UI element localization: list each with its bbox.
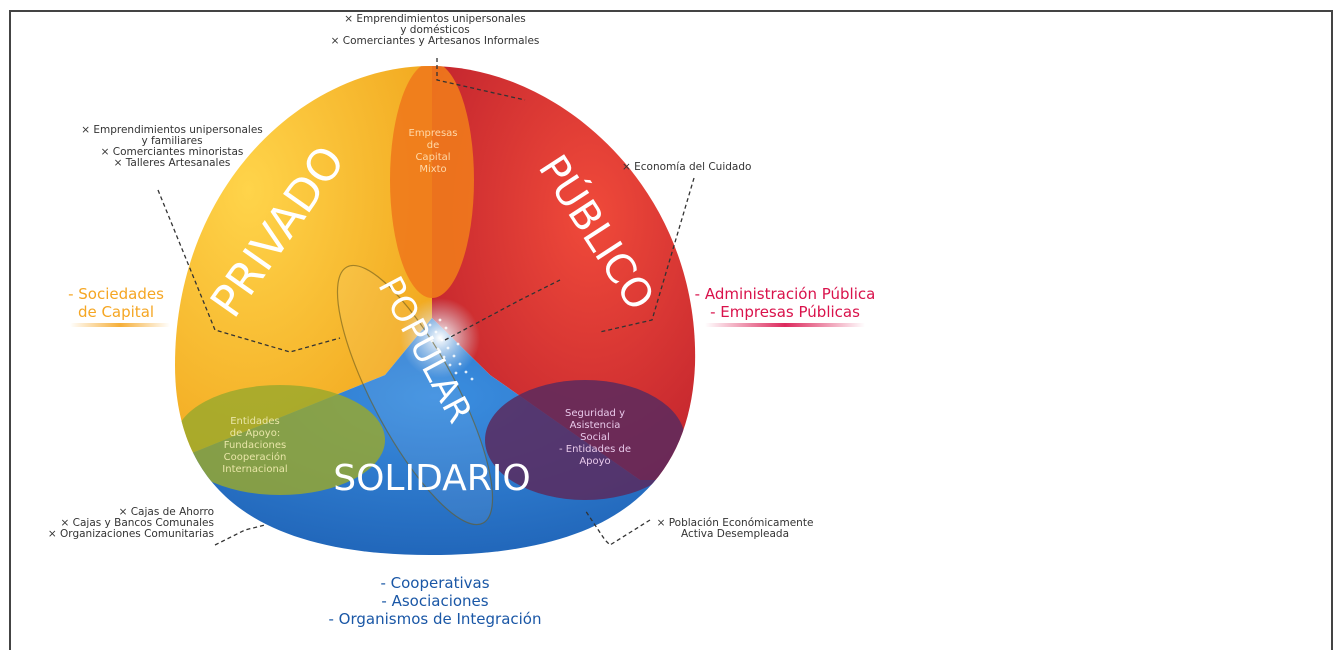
leader-center [444,279,561,341]
underline-publico [705,323,865,327]
overlap-privado-solidario [175,385,385,495]
center-glow [400,298,480,378]
economy-sectors-diagram: PRIVADO PÚBLICO SOLIDARIO POPULAR Empres… [47,13,876,629]
sectors-graphic: PRIVADO PÚBLICO SOLIDARIO POPULAR [157,58,696,555]
text-apoyo-privado: Entidades de Apoyo: Fundaciones Cooperac… [222,416,288,475]
note-top-left: × Emprendimientos unipersonales y famili… [81,124,263,169]
overlap-mixto [390,66,474,298]
note-bottom-left: × Cajas de Ahorro × Cajas y Bancos Comun… [47,506,214,540]
categories-publico: - Administración Pública - Empresas Públ… [694,285,876,321]
underline-privado [70,323,170,327]
leader-top-left [157,189,341,353]
center-dots [424,318,474,381]
solidario-region [175,318,696,555]
leader-bottom-left [214,524,266,546]
categories-solidario: - Cooperativas - Asociaciones - Organism… [328,574,542,628]
popular-ellipse [336,264,494,526]
categories-privado: - Sociedades de Capital [68,285,164,321]
note-top: × Emprendimientos unipersonales y domést… [330,13,540,47]
diagram-frame [9,10,1333,650]
note-bottom-right: × Población Económicamente Activa Desemp… [656,517,814,540]
leader-bottom-right [584,509,651,546]
leader-top [436,58,526,101]
text-seguridad: Seguridad y Asistencia Social - Entidade… [558,408,631,467]
note-top-right: × Economía del Cuidado [622,161,752,173]
leader-lines [157,58,695,546]
text-mixto: Empresas de Capital Mixto [408,128,458,175]
label-solidario: SOLIDARIO [333,458,531,499]
overlap-publico-solidario [485,380,685,500]
leader-top-right [599,177,695,333]
